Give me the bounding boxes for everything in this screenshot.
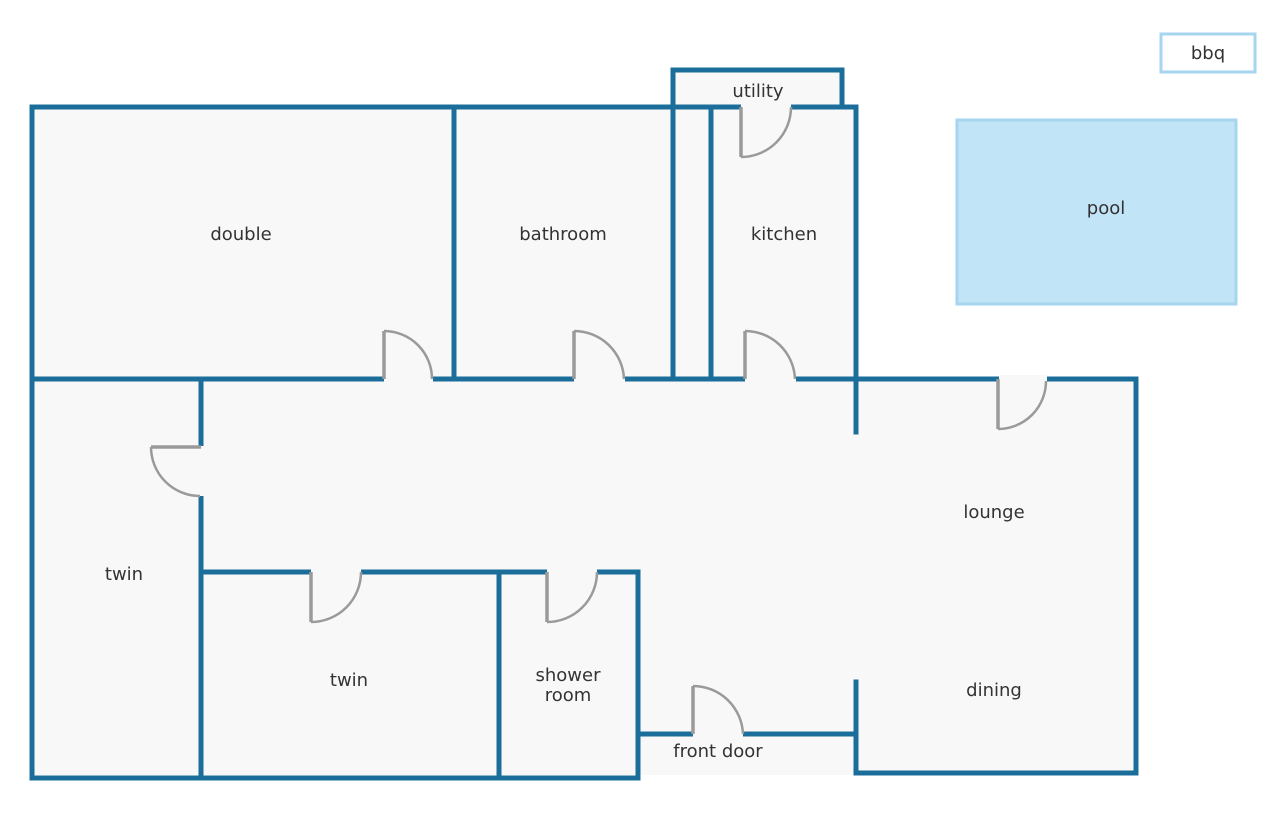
door-twin-center[interactable] — [309, 571, 363, 624]
room-label-kitchen: kitchen — [751, 224, 817, 245]
room-label-bathroom: bathroom — [519, 224, 607, 245]
room-label-shower-line2: room — [545, 685, 592, 706]
room-label-twin-left: twin — [105, 564, 143, 585]
bbq-box — [1159, 32, 1257, 74]
door-lounge[interactable] — [996, 379, 1048, 431]
room-label-utility: utility — [732, 81, 784, 102]
door-front[interactable] — [691, 684, 745, 735]
walls — [29, 67, 1139, 781]
door-shower-room[interactable] — [545, 571, 599, 624]
door-utility[interactable] — [739, 106, 793, 159]
pool-label: pool — [1087, 198, 1125, 219]
room-label-shower-line1: shower — [536, 665, 602, 686]
room-label-twin-center: twin — [330, 670, 368, 691]
bbq-label: bbq — [1191, 43, 1225, 64]
room-label-dining: dining — [966, 680, 1022, 701]
front-door-label: front door — [673, 741, 763, 762]
door-bathroom[interactable] — [572, 329, 626, 380]
room-label-lounge: lounge — [963, 502, 1024, 523]
door-twin-left[interactable] — [149, 445, 201, 498]
pool — [955, 118, 1238, 306]
door-double[interactable] — [382, 329, 434, 380]
room-label-double: double — [210, 224, 271, 245]
door-kitchen[interactable] — [743, 329, 797, 380]
door-openings — [196, 102, 1047, 739]
floor-areas — [32, 70, 1136, 775]
